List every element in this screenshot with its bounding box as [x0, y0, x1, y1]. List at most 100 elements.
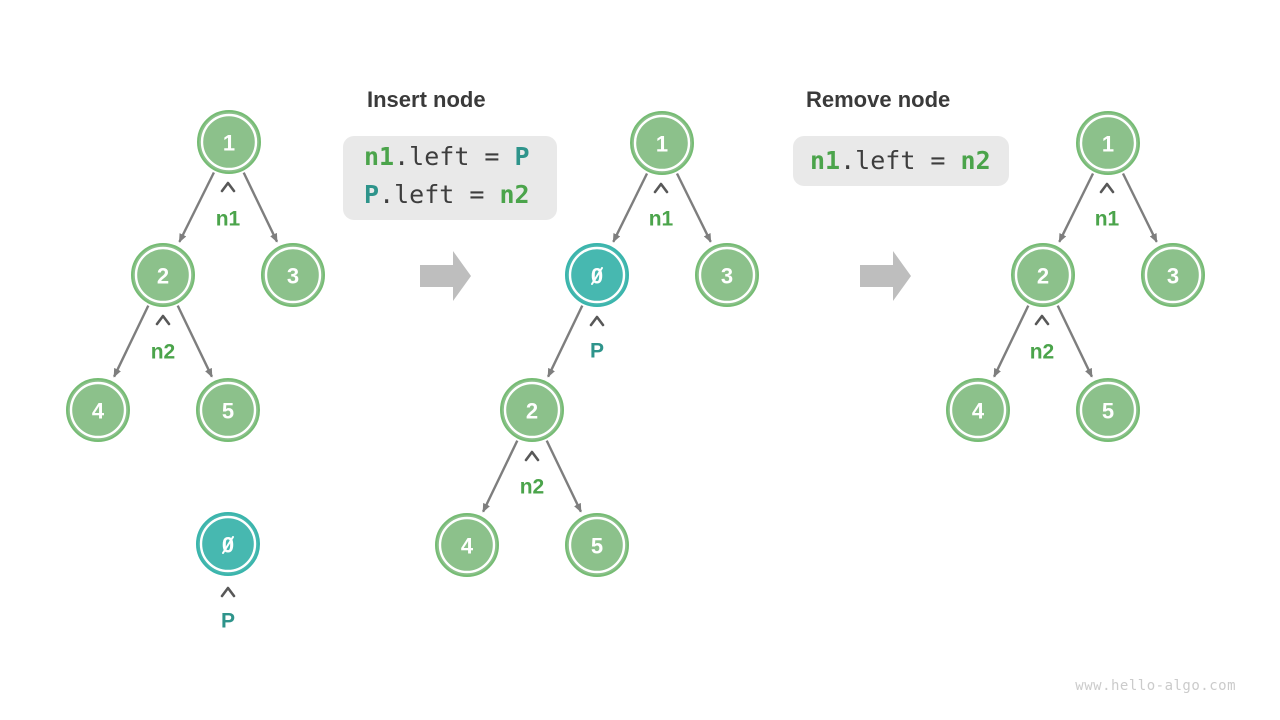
tree-edge-1-2 — [178, 171, 215, 243]
code-token: .left = — [840, 146, 961, 175]
tree-node-5: 5 — [196, 378, 260, 442]
node-ring — [199, 515, 257, 573]
node-circle — [196, 378, 260, 442]
node-ring — [568, 246, 626, 304]
pointer-label-n2: n2 — [520, 476, 545, 499]
pointer-caret-icon — [589, 315, 605, 327]
node-ring — [1079, 114, 1137, 172]
tree-node-0: 0 — [565, 243, 629, 307]
tree-edge-2-5 — [1056, 305, 1093, 378]
node-value: 2 — [157, 264, 169, 289]
node-ring — [200, 113, 258, 171]
insert-node-title: Insert node — [367, 87, 486, 112]
pointer-caret-icon — [1034, 314, 1050, 326]
code-token: P — [514, 142, 530, 171]
node-ring — [949, 381, 1007, 439]
node-circle — [131, 243, 195, 307]
transition-arrow-icon — [420, 251, 471, 301]
tree-before-insert: 123450n1n2P — [66, 110, 325, 633]
node-ring — [1079, 381, 1137, 439]
pointer-label-n2: n2 — [1030, 341, 1055, 364]
tree-after-remove: 1 2 3 4 5 n1 n2 — [946, 111, 1205, 442]
node-value: 1 — [1102, 132, 1114, 157]
tree-node-3: 3 — [261, 243, 325, 307]
tree-after-insert: 103245n1Pn2 — [435, 111, 759, 577]
code-token: n1 — [810, 146, 841, 175]
watermark: www.hello-algo.com — [1075, 678, 1236, 694]
pointer-caret-icon — [524, 450, 540, 462]
node-circle — [565, 513, 629, 577]
node-circle — [1076, 378, 1140, 442]
tree-node-1: 1 — [630, 111, 694, 175]
tree-edge-2-5 — [176, 305, 213, 378]
tree-edge-1-3 — [675, 172, 712, 243]
node-ring — [134, 246, 192, 304]
node-circle — [500, 378, 564, 442]
node-circle — [946, 378, 1010, 442]
tree-edge-2-4 — [482, 440, 519, 513]
code-token: P — [364, 180, 380, 209]
node-circle — [1011, 243, 1075, 307]
node-ring — [1144, 246, 1202, 304]
tree-node-5: 5 — [565, 513, 629, 577]
node-ring — [633, 114, 691, 172]
tree-node-1: 1 — [197, 110, 261, 174]
node-ring — [199, 381, 257, 439]
transition-arrow-icon — [860, 251, 911, 301]
tree-edge-2-5 — [545, 440, 582, 513]
node-ring — [438, 516, 496, 574]
node-value: 3 — [1167, 264, 1179, 289]
tree-edge-1-3 — [1121, 172, 1158, 243]
node-circle — [66, 378, 130, 442]
tree-node-2: 2 — [1011, 243, 1075, 307]
tree-edge-0-2 — [547, 305, 584, 378]
node-value: 4 — [461, 534, 474, 559]
pointer-label-P: P — [221, 610, 235, 633]
tree-node-4: 4 — [435, 513, 499, 577]
tree-node-2: 2 — [131, 243, 195, 307]
node-value: 1 — [656, 132, 668, 157]
pointer-label-n1: n1 — [649, 208, 674, 231]
pointer-label-P: P — [590, 340, 604, 363]
node-value: 2 — [1037, 264, 1049, 289]
remove-node-title: Remove node — [806, 87, 951, 112]
tree-node-3: 3 — [695, 243, 759, 307]
node-ring — [698, 246, 756, 304]
code-token: n2 — [499, 180, 530, 209]
pointer-label-n1: n1 — [1095, 208, 1120, 231]
node-circle — [197, 110, 261, 174]
node-ring — [1014, 246, 1072, 304]
slashed-zero-stroke — [222, 536, 234, 554]
pointer-label-n2: n2 — [151, 341, 176, 364]
node-circle — [630, 111, 694, 175]
node-value: 3 — [287, 264, 299, 289]
node-circle — [261, 243, 325, 307]
node-value: 2 — [526, 399, 538, 424]
tree-node-2: 2 — [500, 378, 564, 442]
node-value: 5 — [1102, 399, 1114, 424]
node-ring — [503, 381, 561, 439]
code-line: n1.left = n2 — [793, 136, 991, 186]
tree-edge-1-0 — [612, 172, 649, 243]
pointer-caret-icon — [220, 181, 236, 193]
pointer-label-n1: n1 — [216, 208, 241, 231]
pointer-caret-icon — [155, 314, 171, 326]
node-circle — [695, 243, 759, 307]
tree-node-1: 1 — [1076, 111, 1140, 175]
code-token: .left = — [394, 142, 515, 171]
code-line: n1.left = P — [343, 138, 557, 176]
tree-edge-2-4 — [993, 305, 1030, 378]
tree-node-3: 3 — [1141, 243, 1205, 307]
pointer-caret-icon — [653, 182, 669, 194]
tree-node-4: 4 — [66, 378, 130, 442]
pointer-caret-icon — [1099, 182, 1115, 194]
tree-edge-1-3 — [242, 172, 279, 243]
node-value: 4 — [972, 399, 985, 424]
node-circle — [1141, 243, 1205, 307]
node-circle — [435, 513, 499, 577]
node-circle — [1076, 111, 1140, 175]
code-token: .left = — [379, 180, 500, 209]
remove-code-snippet: n1.left = n2 — [793, 136, 1009, 186]
